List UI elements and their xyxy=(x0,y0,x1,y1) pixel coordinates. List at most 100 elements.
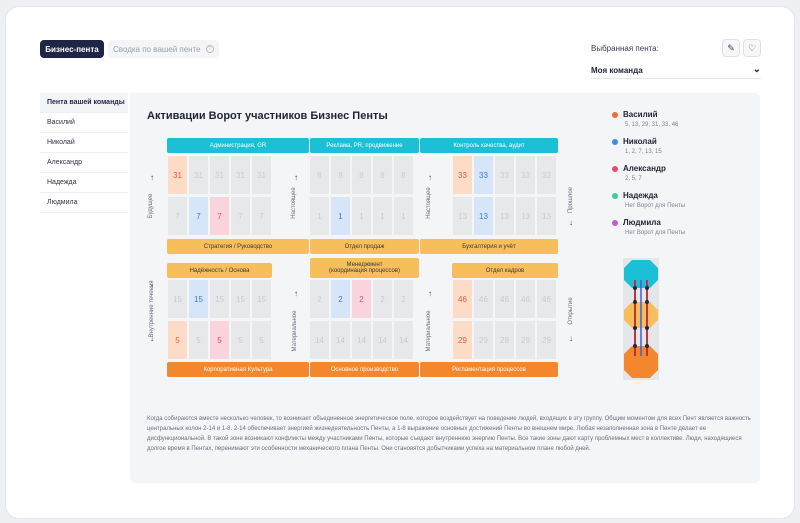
gate-cell[interactable]: 15 xyxy=(168,280,187,318)
gate-cell[interactable]: 2 xyxy=(373,280,392,318)
gate-cell[interactable]: 1 xyxy=(310,197,329,235)
sidebar-item-lyudmila[interactable]: Людмила xyxy=(40,193,128,213)
heart-icon[interactable]: ♡ xyxy=(743,39,761,57)
gate-cell[interactable]: 2 xyxy=(352,280,371,318)
band-quality-control: Контроль качества, аудит xyxy=(420,138,558,153)
gate-cell[interactable]: 13 xyxy=(537,197,556,235)
tab-penta-summary[interactable]: Сводка по вашей пенте ? xyxy=(108,40,219,58)
arrow-up-icon: ↑ xyxy=(150,282,154,291)
arrow-down-icon: ↓ xyxy=(150,334,154,343)
gate-cell[interactable]: 1 xyxy=(373,197,392,235)
gate-cell[interactable]: 8 xyxy=(331,156,350,194)
band-regulation: Регламентация процессов xyxy=(420,362,558,377)
gate-cell[interactable]: 15 xyxy=(210,280,229,318)
gate-cell[interactable]: 33 xyxy=(516,156,535,194)
gate-cell[interactable]: 13 xyxy=(516,197,535,235)
label-present: Настоящее xyxy=(291,187,297,219)
gate-cell[interactable]: 31 xyxy=(231,156,250,194)
gate-cell[interactable]: 5 xyxy=(168,321,187,359)
gate-cell[interactable]: 31 xyxy=(252,156,271,194)
gate-cell[interactable]: 13 xyxy=(474,197,493,235)
gate-cell[interactable]: 8 xyxy=(310,156,329,194)
gate-cell[interactable]: 29 xyxy=(495,321,514,359)
gate-cell[interactable]: 14 xyxy=(331,321,350,359)
gate-cell[interactable]: 5 xyxy=(231,321,250,359)
gate-cell[interactable]: 8 xyxy=(373,156,392,194)
gate-cell[interactable]: 14 xyxy=(394,321,413,359)
gate-cell[interactable]: 7 xyxy=(189,197,208,235)
band-hr: Отдел кадров xyxy=(452,263,558,278)
gate-cell[interactable]: 7 xyxy=(231,197,250,235)
gate-cell[interactable]: 29 xyxy=(474,321,493,359)
band-accounting: Бухгалтерия и учёт xyxy=(420,239,558,254)
gate-cell[interactable]: 31 xyxy=(168,156,187,194)
legend-name: Александр xyxy=(623,164,666,173)
gate-cell[interactable]: 33 xyxy=(474,156,493,194)
legend-item: Александр 2, 5, 7 xyxy=(612,164,685,182)
gate-cell[interactable]: 5 xyxy=(189,321,208,359)
gate-cell[interactable]: 14 xyxy=(310,321,329,359)
legend-name: Надежда xyxy=(623,191,658,200)
band-strategy: Стратегия / Руководство xyxy=(167,239,309,254)
sidebar: Пента вашей команды Василий Николай Алек… xyxy=(40,93,128,213)
band-reliability: Надёжность / Основа xyxy=(167,263,272,278)
gate-cell[interactable]: 33 xyxy=(537,156,556,194)
gate-cell[interactable]: 2 xyxy=(331,280,350,318)
gate-cell[interactable]: 14 xyxy=(352,321,371,359)
sidebar-item-aleksandr[interactable]: Александр xyxy=(40,153,128,173)
gate-cell[interactable]: 7 xyxy=(168,197,187,235)
gate-cell[interactable]: 5 xyxy=(210,321,229,359)
band-advertising: Реклама, PR, продвижение xyxy=(310,138,419,153)
legend-gates: 1, 2, 7, 13, 15 xyxy=(625,149,662,155)
label-future: Будущее xyxy=(148,193,154,219)
gate-cell[interactable]: 15 xyxy=(231,280,250,318)
color-dot-icon xyxy=(612,165,618,172)
gate-cell[interactable]: 8 xyxy=(352,156,371,194)
gate-cell[interactable]: 1 xyxy=(331,197,350,235)
color-dot-icon xyxy=(612,192,618,199)
gate-cell[interactable]: 46 xyxy=(495,280,514,318)
tab-business-penta[interactable]: Бизнес-пента xyxy=(40,40,104,58)
arrow-up-icon: ↑ xyxy=(428,173,432,182)
gate-cell[interactable]: 46 xyxy=(537,280,556,318)
edit-icon[interactable]: ✎ xyxy=(722,39,740,57)
label-material: Материальное xyxy=(426,310,432,352)
sidebar-item-nikolay[interactable]: Николай xyxy=(40,133,128,153)
penta-select[interactable]: Моя команда ⌄ xyxy=(591,62,761,79)
gate-cell[interactable]: 13 xyxy=(495,197,514,235)
gate-cell[interactable]: 2 xyxy=(394,280,413,318)
gate-cell[interactable]: 2 xyxy=(310,280,329,318)
description-text: Когда собираются вместе несколько челове… xyxy=(147,416,751,452)
gate-cell[interactable]: 46 xyxy=(474,280,493,318)
band-culture: Корпоративная Культура xyxy=(167,362,309,377)
gate-cell[interactable]: 1 xyxy=(352,197,371,235)
color-dot-icon xyxy=(612,219,618,226)
band-sales: Отдел продаж xyxy=(310,239,419,254)
sidebar-item-nadezhda[interactable]: Надежда xyxy=(40,173,128,193)
gate-cell[interactable]: 31 xyxy=(189,156,208,194)
page-title: Активации Ворот участников Бизнес Пенты xyxy=(147,110,388,122)
gate-cell[interactable]: 13 xyxy=(453,197,472,235)
gate-cell[interactable]: 29 xyxy=(537,321,556,359)
gate-cell[interactable]: 5 xyxy=(252,321,271,359)
gate-cell[interactable]: 14 xyxy=(373,321,392,359)
gate-cell[interactable]: 15 xyxy=(189,280,208,318)
gate-cell[interactable]: 1 xyxy=(394,197,413,235)
gate-cell[interactable]: 8 xyxy=(394,156,413,194)
gate-cell[interactable]: 29 xyxy=(453,321,472,359)
sidebar-item-vasiliy[interactable]: Василий xyxy=(40,113,128,133)
arrow-up-icon: ↑ xyxy=(428,289,432,298)
gate-cell[interactable]: 29 xyxy=(516,321,535,359)
gate-cell[interactable]: 33 xyxy=(495,156,514,194)
legend-item: Надежда Нет Ворот для Пенты xyxy=(612,191,685,209)
legend-gates: 2, 5, 7 xyxy=(625,176,642,182)
gate-cell[interactable]: 31 xyxy=(210,156,229,194)
penta-minimap xyxy=(623,258,659,380)
sidebar-item-team[interactable]: Пента вашей команды xyxy=(40,93,128,113)
gate-cell[interactable]: 46 xyxy=(453,280,472,318)
gate-cell[interactable]: 7 xyxy=(252,197,271,235)
gate-cell[interactable]: 46 xyxy=(516,280,535,318)
gate-cell[interactable]: 15 xyxy=(252,280,271,318)
gate-cell[interactable]: 7 xyxy=(210,197,229,235)
gate-cell[interactable]: 33 xyxy=(453,156,472,194)
